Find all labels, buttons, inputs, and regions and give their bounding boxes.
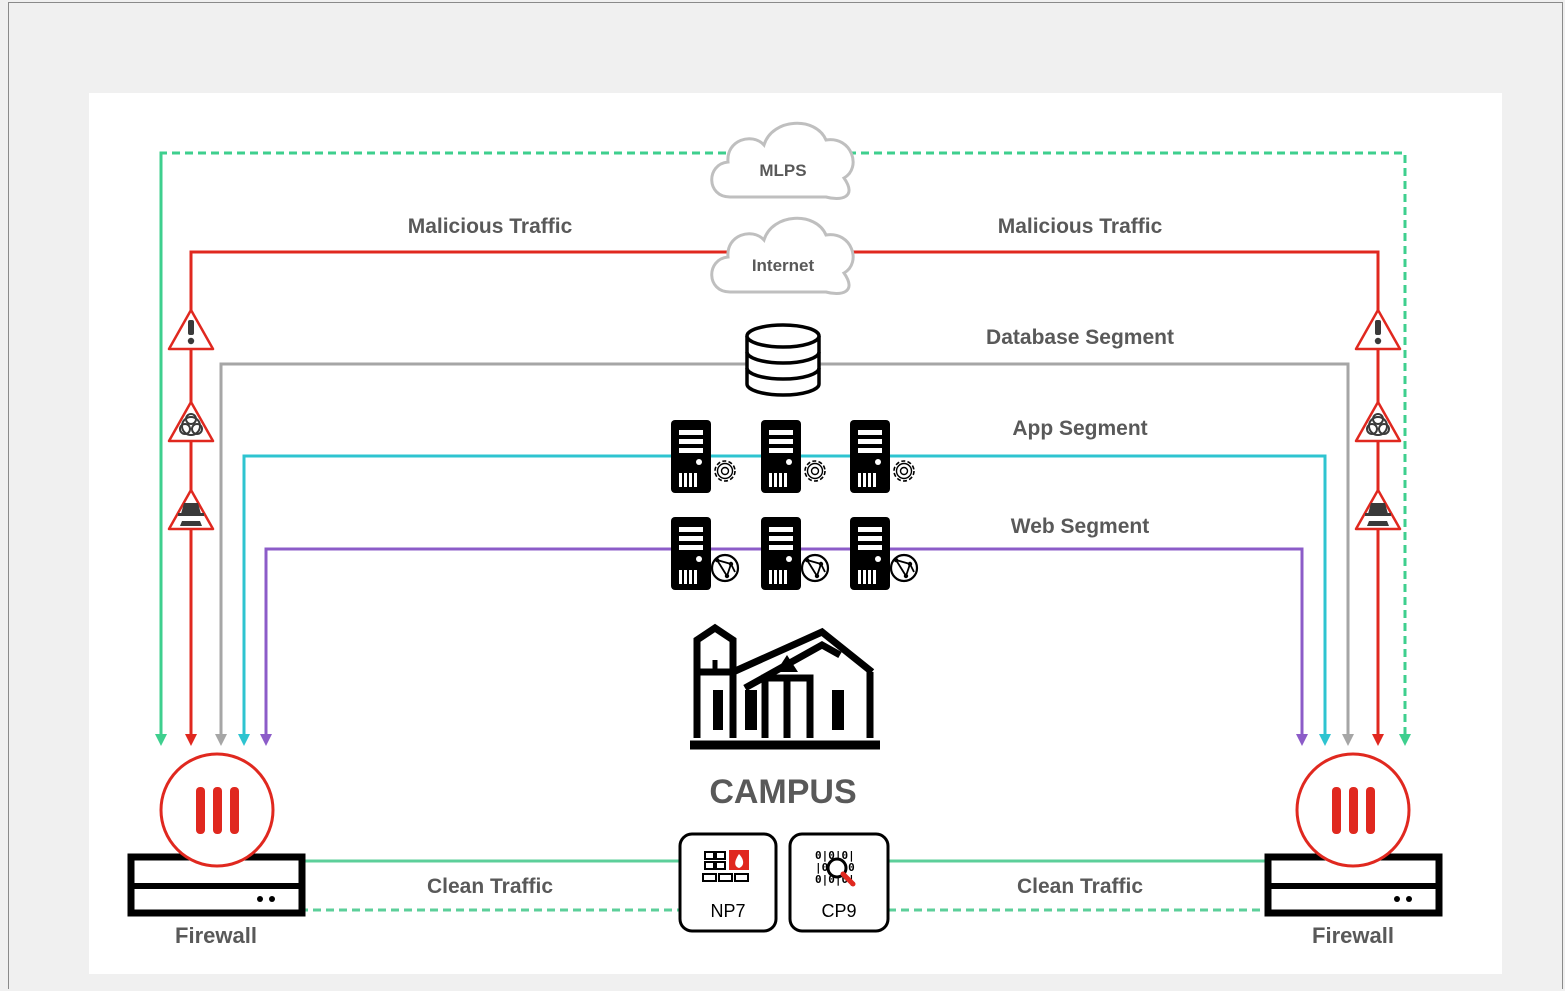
spy-icon xyxy=(1354,488,1402,531)
malicious-traffic-label-right: Malicious Traffic xyxy=(998,215,1163,238)
internet-label: Internet xyxy=(752,256,815,275)
mlps-cloud: MLPS xyxy=(710,121,855,201)
biohazard-icon xyxy=(167,400,215,443)
campus-label: CAMPUS xyxy=(709,773,856,811)
internet-cloud: Internet xyxy=(710,216,855,296)
web-server-icon xyxy=(850,517,919,590)
firewall-label-right: Firewall xyxy=(1312,923,1394,948)
app-segment-label: App Segment xyxy=(1012,417,1147,440)
warning-icon xyxy=(1354,308,1402,351)
svg-text:0|0|0|: 0|0|0| xyxy=(815,849,855,862)
database-icon xyxy=(745,323,821,397)
malicious-traffic-label-left: Malicious Traffic xyxy=(408,215,573,238)
web-segment-label: Web Segment xyxy=(1011,515,1149,538)
np7-label: NP7 xyxy=(710,901,745,921)
firewall-label-left: Firewall xyxy=(175,923,257,948)
window-frame xyxy=(8,2,1563,989)
web-server-icon xyxy=(671,517,740,590)
clean-traffic-label-left: Clean Traffic xyxy=(427,875,553,898)
firewall-icon xyxy=(1264,752,1443,917)
cp9-label: CP9 xyxy=(821,901,856,921)
database-segment-label: Database Segment xyxy=(986,326,1174,349)
spy-icon xyxy=(167,488,215,531)
clean-traffic-label-right: Clean Traffic xyxy=(1017,875,1143,898)
mlps-label: MLPS xyxy=(759,161,806,180)
firewall-icon xyxy=(127,752,306,917)
web-server-icon xyxy=(761,517,830,590)
clean-traffic-link xyxy=(300,859,1270,912)
cp9-chip-icon: 0|0|0| |0|0|0 0|0|0| CP9 xyxy=(788,832,890,933)
warning-icon xyxy=(167,308,215,351)
campus-building-icon xyxy=(690,623,880,750)
biohazard-icon xyxy=(1354,400,1402,443)
np7-chip-icon: NP7 xyxy=(678,832,778,933)
